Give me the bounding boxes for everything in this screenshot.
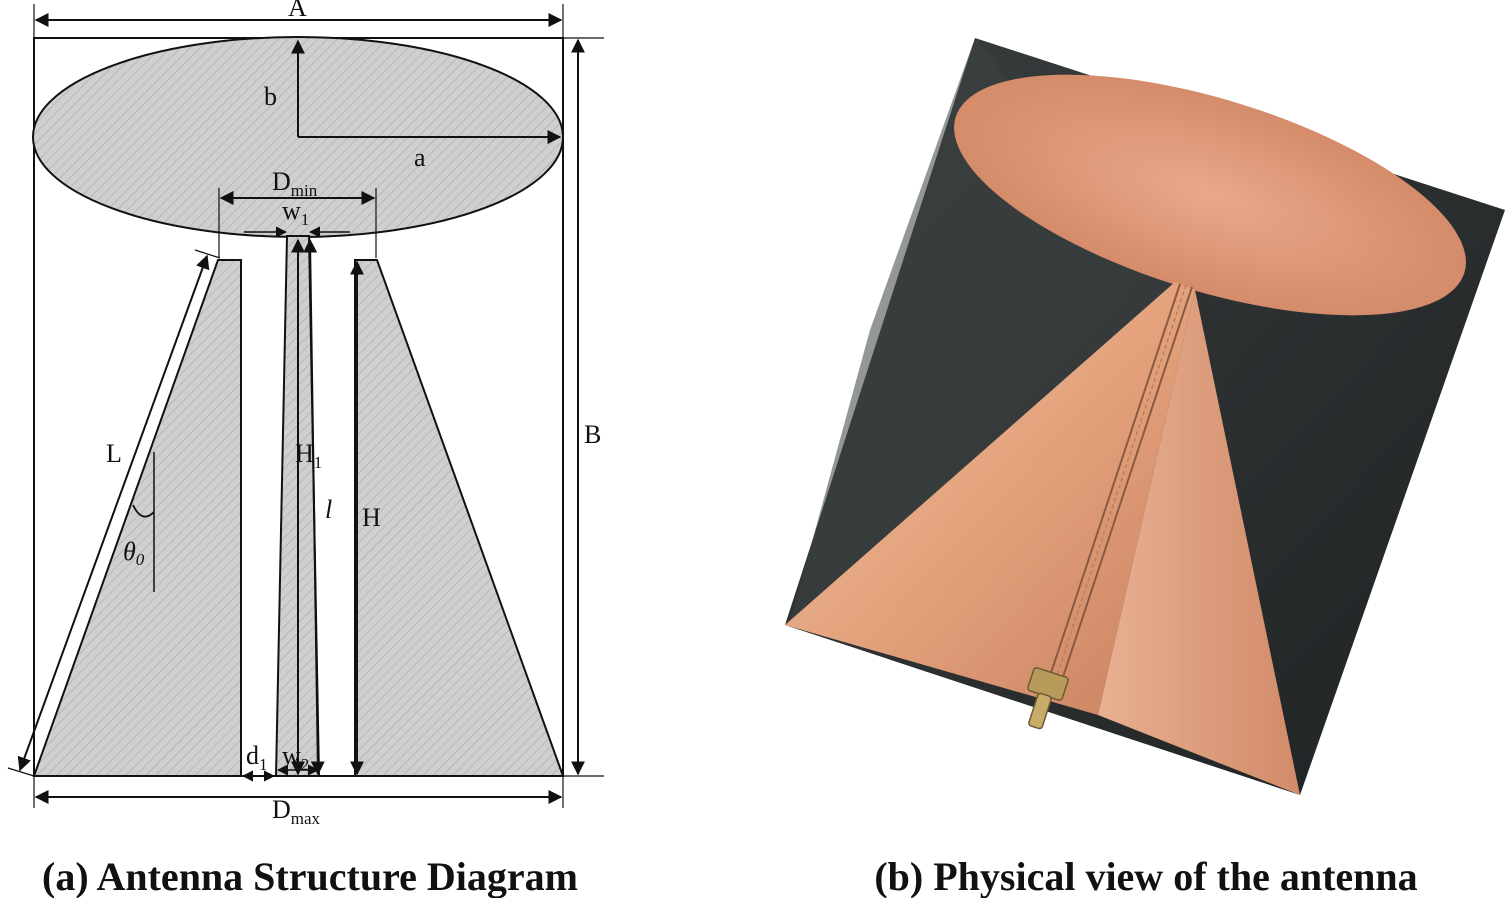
label-theta0: θ: [123, 537, 136, 566]
svg-text:H1: H1: [295, 439, 322, 472]
angle-theta0: θ0: [123, 452, 155, 592]
dimension-Dmax: Dmax: [33, 776, 564, 828]
label-d1-sub: 1: [259, 755, 268, 774]
label-a: a: [414, 143, 426, 172]
label-Dmin-sub: min: [291, 181, 318, 200]
left-ground-plane: [32, 259, 242, 777]
svg-text:w2: w2: [282, 741, 309, 774]
svg-text:Dmin: Dmin: [272, 167, 318, 200]
caption-physical-view: (b) Physical view of the antenna: [874, 854, 1417, 898]
label-L: L: [106, 439, 122, 468]
label-H: H: [362, 503, 381, 532]
copper-ellipse: [954, 74, 1466, 316]
label-Dmax: D: [272, 795, 291, 824]
svg-text:d1: d1: [246, 741, 268, 774]
dimension-A: A: [33, 0, 564, 38]
svg-text:θ0: θ0: [123, 537, 145, 569]
copper-left-face: [785, 282, 1195, 715]
label-Dmin: D: [272, 167, 291, 196]
dimension-Dmin: Dmin: [218, 167, 377, 258]
sma-connector: [1027, 667, 1069, 730]
label-B: B: [584, 420, 601, 449]
copper-right-face: [1098, 290, 1300, 795]
label-H1-sub: 1: [314, 453, 323, 472]
antenna-photo: [785, 38, 1505, 795]
dimension-w1: w1: [244, 196, 350, 238]
dimension-L: L: [7, 249, 221, 777]
dimension-l: [303, 238, 325, 776]
feed-strip-3: [1051, 284, 1187, 691]
label-Dmax-sub: max: [291, 809, 321, 828]
feed-strip-2: [1057, 286, 1193, 693]
structure-diagram: A B b a Dmin w1: [7, 0, 604, 828]
label-H1: H: [295, 439, 314, 468]
svg-text:Dmax: Dmax: [272, 795, 321, 828]
label-theta0-sub: 0: [136, 550, 145, 569]
label-b: b: [264, 82, 277, 111]
label-l: l: [325, 495, 332, 524]
dimension-B: B: [563, 37, 604, 777]
label-w2: w: [282, 741, 301, 770]
svg-text:w1: w1: [282, 196, 309, 229]
label-w1-sub: 1: [301, 210, 310, 229]
feed-strip-1: [1045, 283, 1181, 689]
label-w2-sub: 2: [301, 755, 310, 774]
label-A: A: [288, 0, 307, 22]
caption-structure-diagram: (a) Antenna Structure Diagram: [42, 854, 578, 898]
label-w1: w: [282, 196, 301, 225]
right-ground-plane: [354, 259, 565, 777]
label-d1: d: [246, 741, 259, 770]
